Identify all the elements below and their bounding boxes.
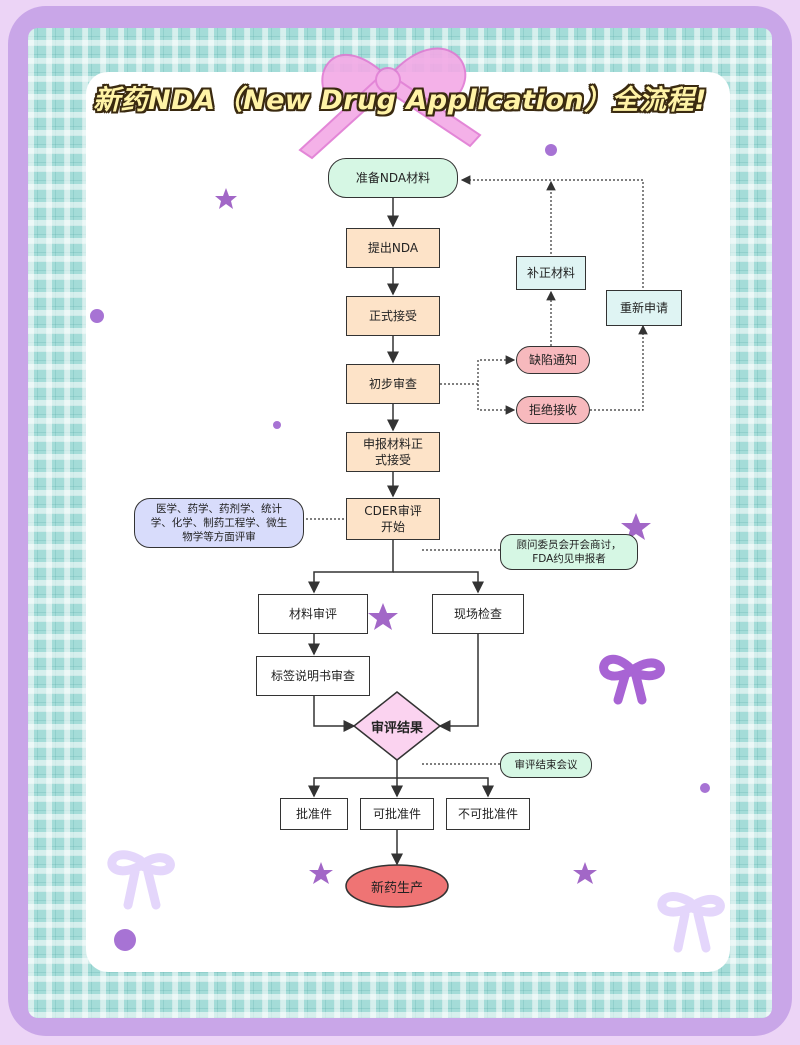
dot-icon [90,309,104,323]
note-advisory: 顾问委员会开会商讨，FDA约见申报者 [500,534,638,570]
note-end-meeting: 审评结束会议 [500,752,592,778]
node-reapply: 重新申请 [606,290,682,326]
node-site-inspection: 现场检查 [432,594,524,634]
node-approve: 批准件 [280,798,348,830]
node-prepare: 准备NDA材料 [328,158,458,198]
node-initial-review: 初步审查 [346,364,440,404]
dot-icon [545,144,557,156]
bow-left-icon [107,850,175,910]
node-approvable: 可批准件 [360,798,434,830]
node-supplement: 补正材料 [516,256,586,290]
dot-icon [700,783,710,793]
node-refuse: 拒绝接收 [516,396,590,424]
node-material-review: 材料审评 [258,594,368,634]
star-icon [309,862,333,884]
bow-right-bottom-icon [657,892,725,953]
node-not-approvable: 不可批准件 [446,798,530,830]
page-title: 新药NDA（New Drug Application）全流程! [93,85,707,116]
star-icon [621,513,651,540]
node-submit: 提出NDA [346,228,440,268]
node-materials-accepted: 申报材料正式接受 [346,432,440,472]
star-icon [215,188,237,209]
result-diamond [352,691,442,761]
dot-icon [273,421,281,429]
node-deficiency: 缺陷通知 [516,346,590,374]
node-cder-review: CDER审评开始 [346,498,440,540]
bow-right-icon [599,654,665,705]
node-label-review: 标签说明书审查 [256,656,370,696]
star-icon [368,603,398,630]
note-disciplines: 医学、药学、药剂学、统计学、化学、制药工程学、微生物学等方面评审 [134,498,304,548]
production-label: 新药生产 [370,880,423,896]
star-icon [573,862,597,884]
dot-icon [114,929,136,951]
result-label: 审评结果 [370,720,423,736]
node-accept: 正式接受 [346,296,440,336]
bow-top-icon [298,47,482,160]
production-ellipse [345,864,449,908]
